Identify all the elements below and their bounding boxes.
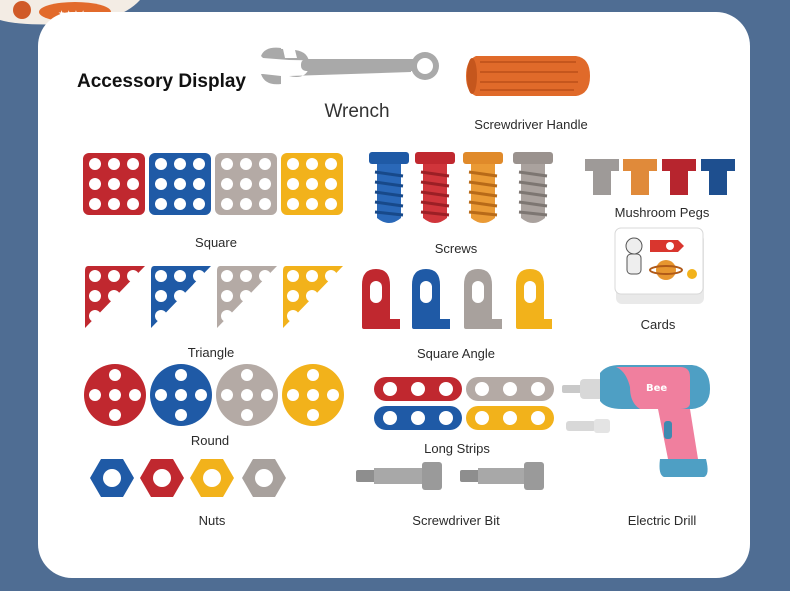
square-plates-icon [83,153,343,215]
wrench-icon [261,47,439,85]
electric-drill-label: Electric Drill [627,513,697,528]
electric-drill-icon: Bee [562,365,710,477]
screwdriver-handle-icon [466,56,590,96]
mushroom-pegs-icon [585,159,735,195]
screws-label: Screws [434,241,478,256]
page-title: Accessory Display [77,71,246,92]
screwdriver-bit-icon [356,462,544,490]
square-angle-label: Square Angle [416,346,496,361]
square-label: Square [195,235,237,250]
mushroom-pegs-label: Mushroom Pegs [614,205,710,220]
svg-text:Bee: Bee [646,383,667,394]
round-plates-icon [84,364,344,426]
screwdriver-handle-label: Screwdriver Handle [474,117,588,132]
wrench-label: Wrench [324,101,390,122]
nuts-label: Nuts [198,513,226,528]
triangle-plates-icon [85,266,343,328]
long-strips-icon [374,377,554,430]
screws-icon [369,152,553,223]
nuts-icon [90,459,286,497]
cards-icon [614,227,704,304]
long-strips-label: Long Strips [424,441,490,456]
round-label: Round [190,433,230,448]
screwdriver-bit-label: Screwdriver Bit [412,513,500,528]
square-angle-icon [362,269,552,329]
triangle-label: Triangle [187,345,235,360]
cards-label: Cards [640,317,676,332]
